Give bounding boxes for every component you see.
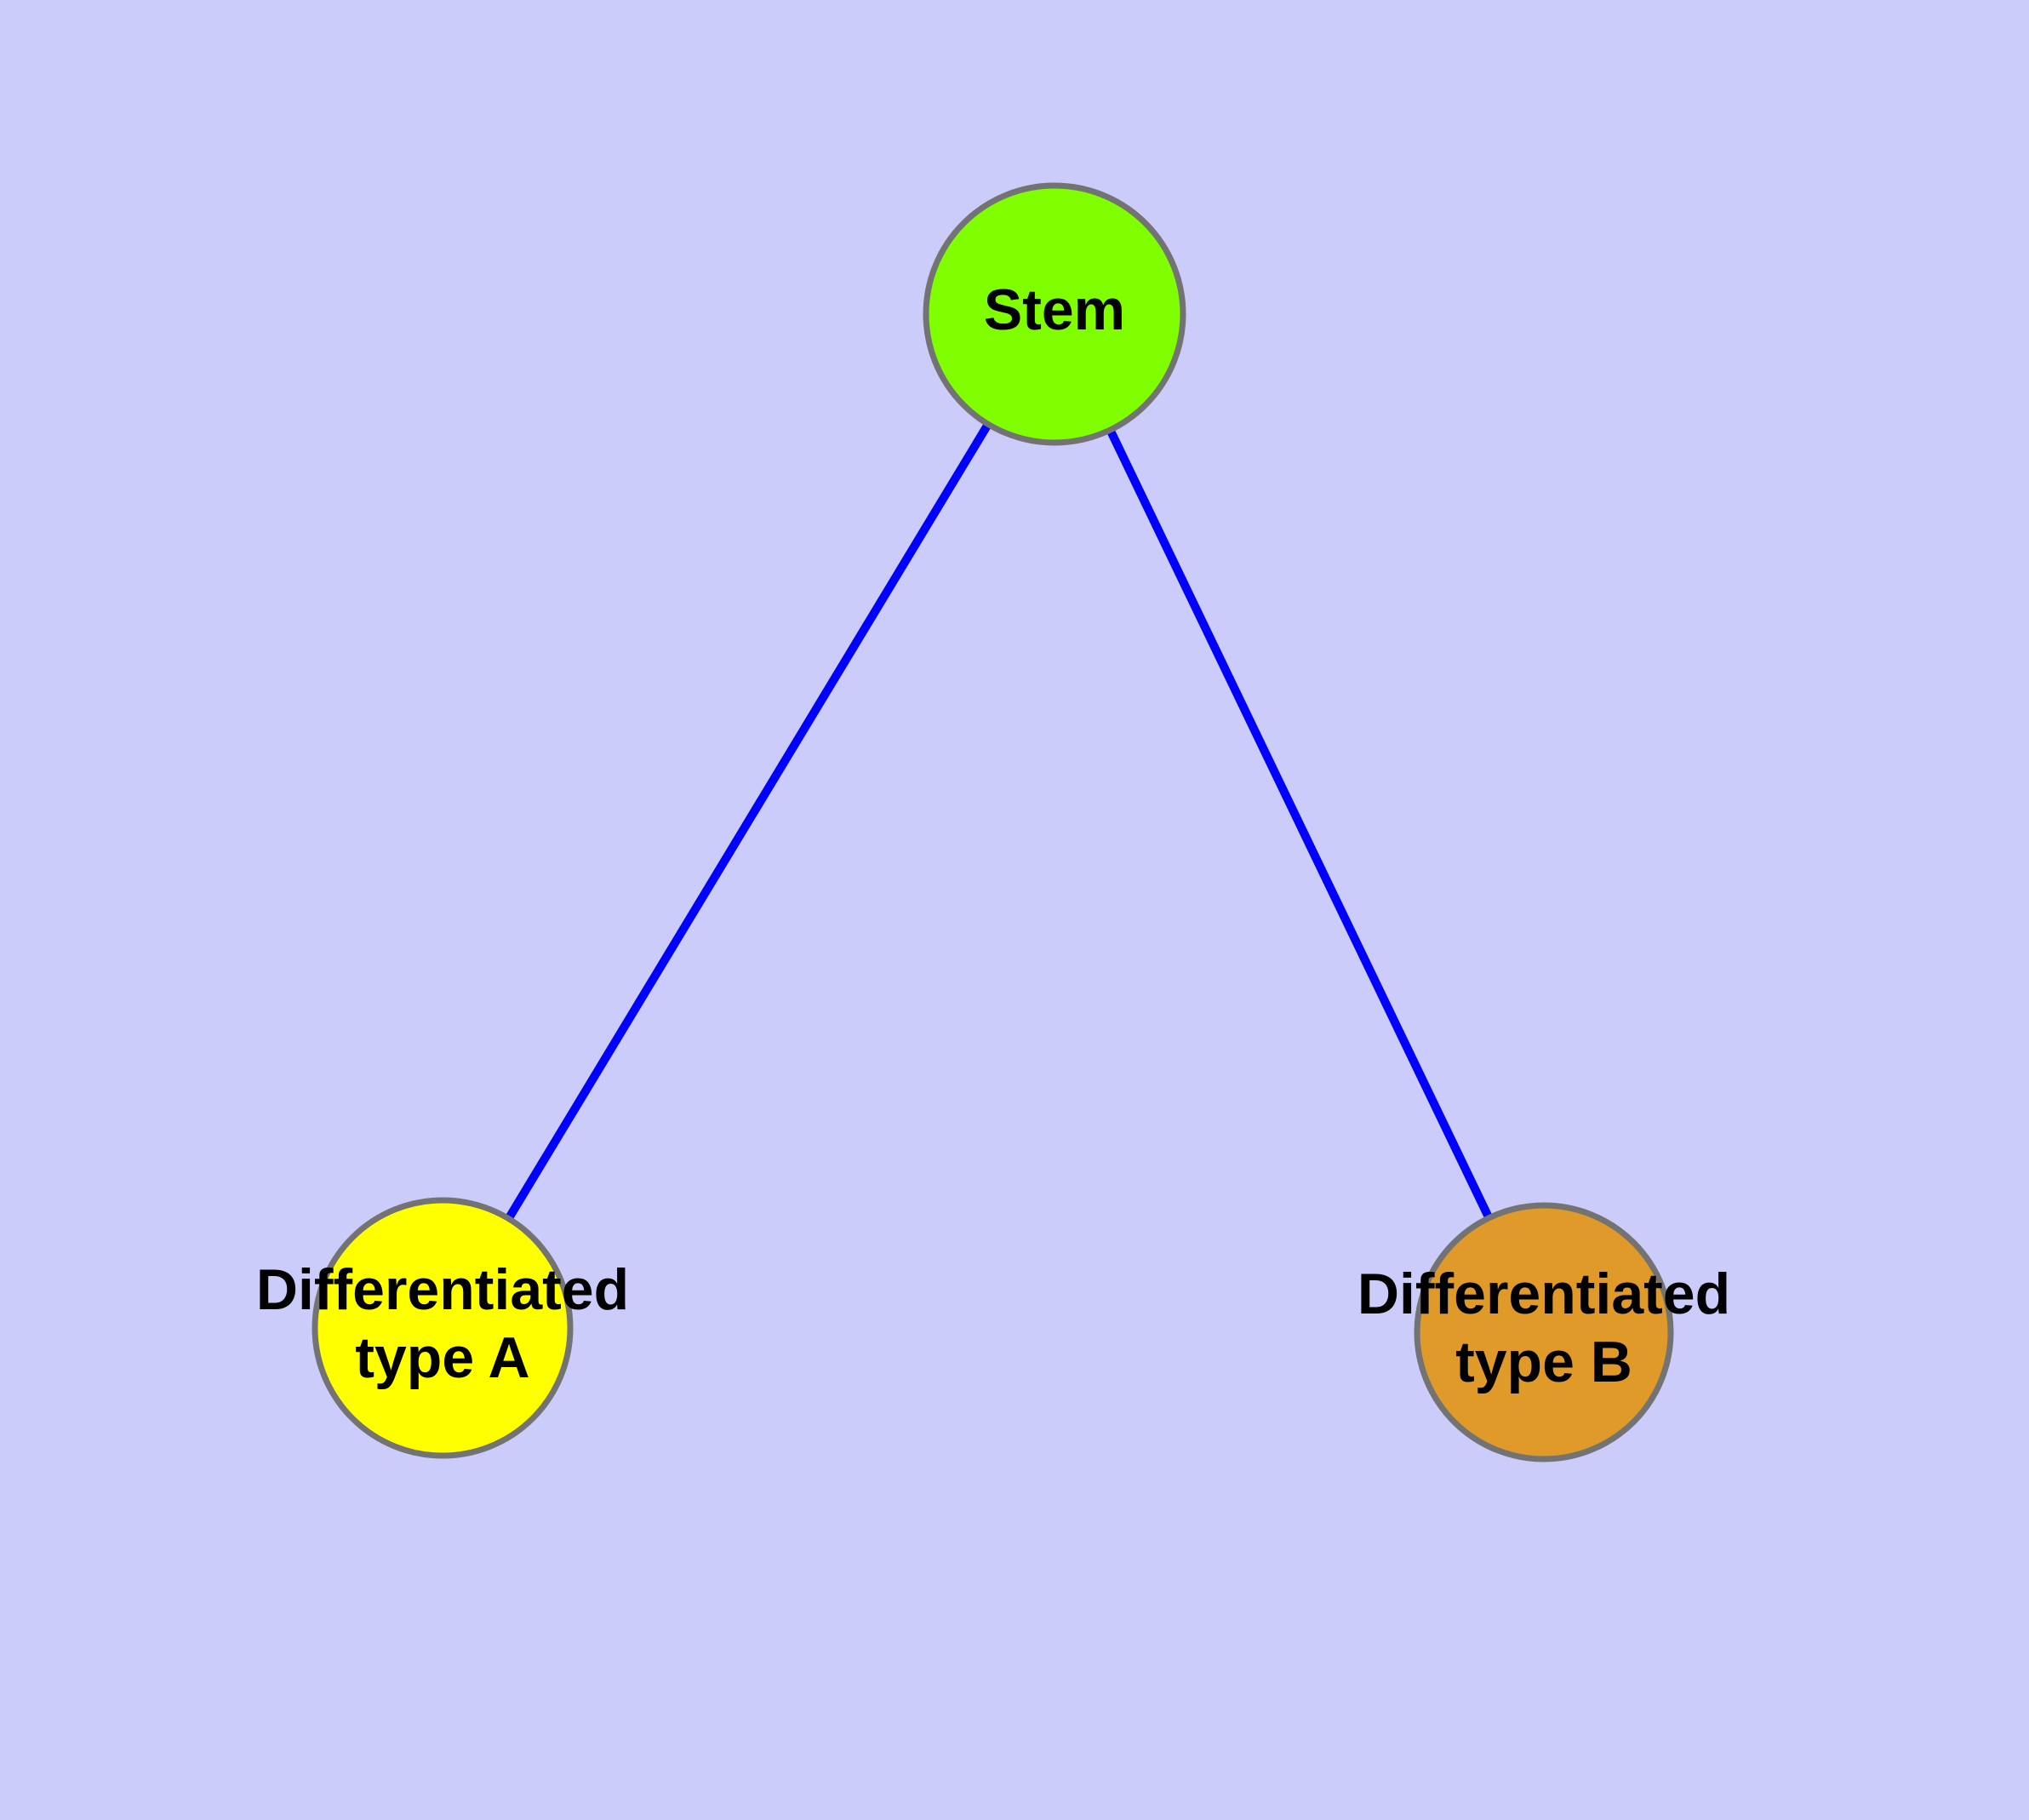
node-label-line: Differentiated	[1357, 1262, 1730, 1326]
edge-stem-to-differentiated-type-b	[1050, 312, 1548, 1335]
node-stem[interactable]	[923, 182, 1186, 446]
node-layer	[311, 182, 1674, 1462]
node-label-line: Stem	[984, 278, 1125, 342]
node-differentiated-type-b[interactable]	[1414, 1202, 1674, 1462]
node-label-line: type B	[1455, 1330, 1632, 1394]
node-differentiated-type-a[interactable]	[311, 1197, 574, 1459]
edge-layer	[438, 312, 1548, 1335]
edge-stem-to-differentiated-type-a	[438, 312, 1059, 1331]
node-label-stem: Stem	[984, 278, 1125, 342]
node-label-line: Differentiated	[256, 1257, 629, 1322]
node-label-line: type A	[355, 1325, 529, 1390]
